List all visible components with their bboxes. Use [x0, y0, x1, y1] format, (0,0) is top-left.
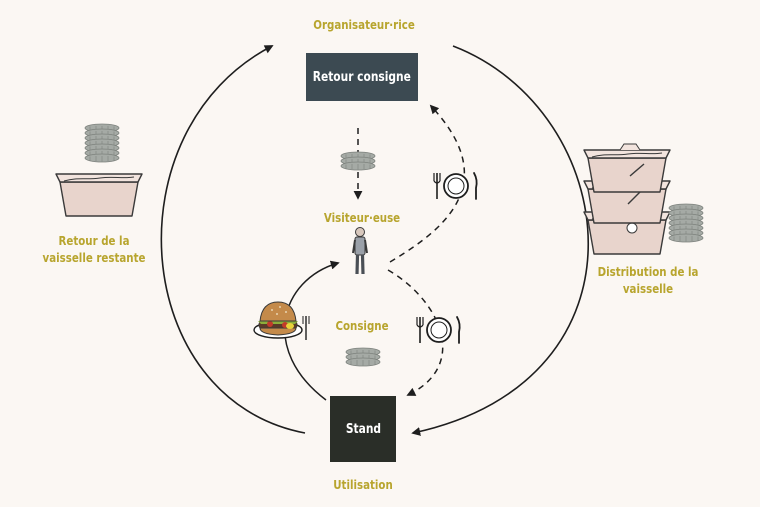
return-dishes-line1: Retour de la — [58, 233, 130, 248]
burger-plate-icon — [253, 301, 310, 340]
arc-right-distribution — [411, 45, 589, 436]
return-deposit-label: Retour consigne — [312, 69, 412, 85]
plate-cutlery-icon — [433, 172, 478, 200]
deposit-label: Consigne — [335, 318, 389, 333]
person-icon — [352, 227, 368, 275]
coin-stack-icon — [668, 203, 704, 243]
distribution-line1: Distribution de la — [597, 264, 699, 279]
coin-stack-icon — [340, 151, 376, 171]
coin-stack-icon — [84, 123, 120, 163]
return-deposit-box: Retour consigne — [306, 53, 418, 101]
crate-icon — [55, 173, 143, 217]
arrow-visitor-to-return-dashed — [389, 104, 466, 263]
distribution-label: Distribution de la vaisselle — [592, 263, 704, 297]
plate-cutlery-icon — [416, 316, 461, 344]
visitor-label: Visiteur·euse — [323, 210, 401, 225]
coin-stack-icon — [345, 347, 381, 367]
usage-label: Utilisation — [333, 477, 393, 492]
crate-stack-icon — [583, 143, 671, 255]
stand-box: Stand — [330, 396, 396, 462]
return-dishes-line2: vaisselle restante — [42, 250, 146, 265]
distribution-line2: vaisselle — [622, 281, 674, 296]
arc-left-return — [160, 45, 306, 434]
organizer-label: Organisateur·rice — [313, 17, 415, 32]
return-dishes-label: Retour de la vaisselle restante — [42, 232, 147, 266]
stand-label: Stand — [345, 421, 381, 437]
